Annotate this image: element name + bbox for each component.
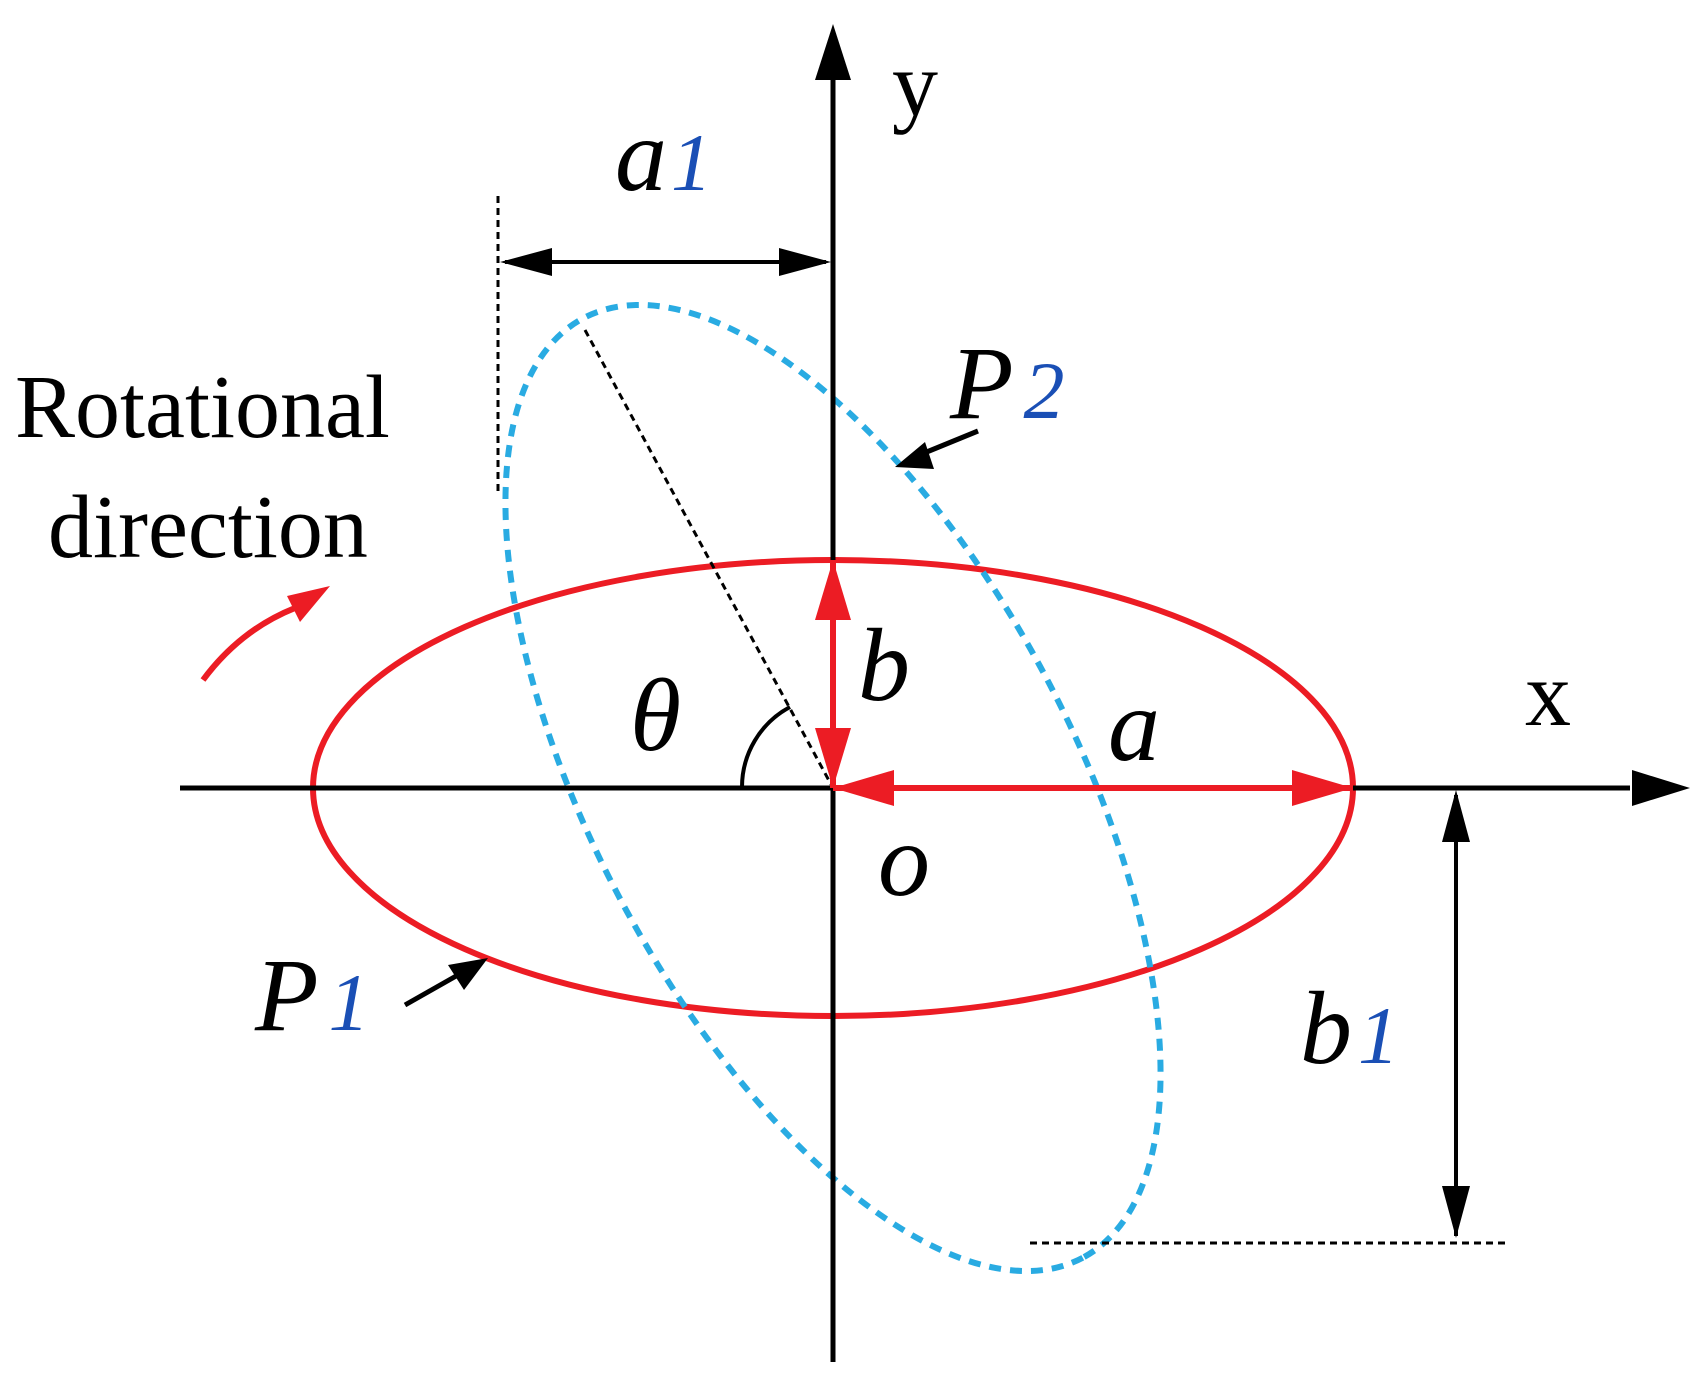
ellipse-p2: [502, 301, 1164, 1275]
semi-major-arrowhead-right: [1292, 770, 1353, 806]
rotational-direction-label-line2: direction: [48, 478, 368, 577]
semi-major-arrowhead-left: [833, 770, 894, 806]
rotational-direction-label-line1: Rotational: [15, 358, 390, 457]
semi-minor-arrowhead-bottom: [815, 728, 851, 788]
dimension-b1-arrowhead-top: [1442, 790, 1470, 842]
p1-pointer-arrowhead: [448, 958, 488, 990]
y-axis-arrowhead: [815, 24, 851, 80]
p2-major-axis-dashed-line: [583, 329, 835, 789]
y-axis-label: y: [892, 33, 938, 135]
p1-label-main: P: [254, 938, 319, 1053]
p2-label-sub: 2: [1024, 345, 1065, 436]
p2-pointer-arrowhead: [895, 442, 934, 469]
semi-minor-label-b: b: [858, 608, 910, 723]
semi-major-label-a: a: [1108, 668, 1160, 783]
rotational-direction-arrow: [200, 605, 297, 682]
x-axis-arrowhead: [1632, 770, 1690, 806]
dimension-a1-label: a1: [615, 98, 712, 213]
semi-minor-arrowhead-top: [815, 560, 851, 620]
theta-angle-arc: [739, 705, 791, 789]
x-axis-label: x: [1525, 643, 1571, 745]
dimension-a1-arrowhead-left: [500, 248, 552, 276]
dimension-b1-label: b1: [1300, 971, 1399, 1086]
dimension-b1-label-main: b: [1300, 971, 1352, 1086]
origin-label: o: [878, 803, 930, 918]
dimension-a1-label-sub: 1: [671, 117, 712, 208]
dimension-b1-label-sub: 1: [1358, 990, 1399, 1081]
dimension-a1-label-main: a: [615, 98, 667, 213]
p1-label-sub: 1: [329, 957, 370, 1048]
theta-label: θ: [630, 658, 681, 773]
dimension-b1-arrowhead-bottom: [1442, 1186, 1470, 1238]
dimension-a1-arrowhead-right: [779, 248, 831, 276]
rotational-direction-arrowhead: [287, 586, 330, 622]
p2-label-main: P: [949, 326, 1014, 441]
